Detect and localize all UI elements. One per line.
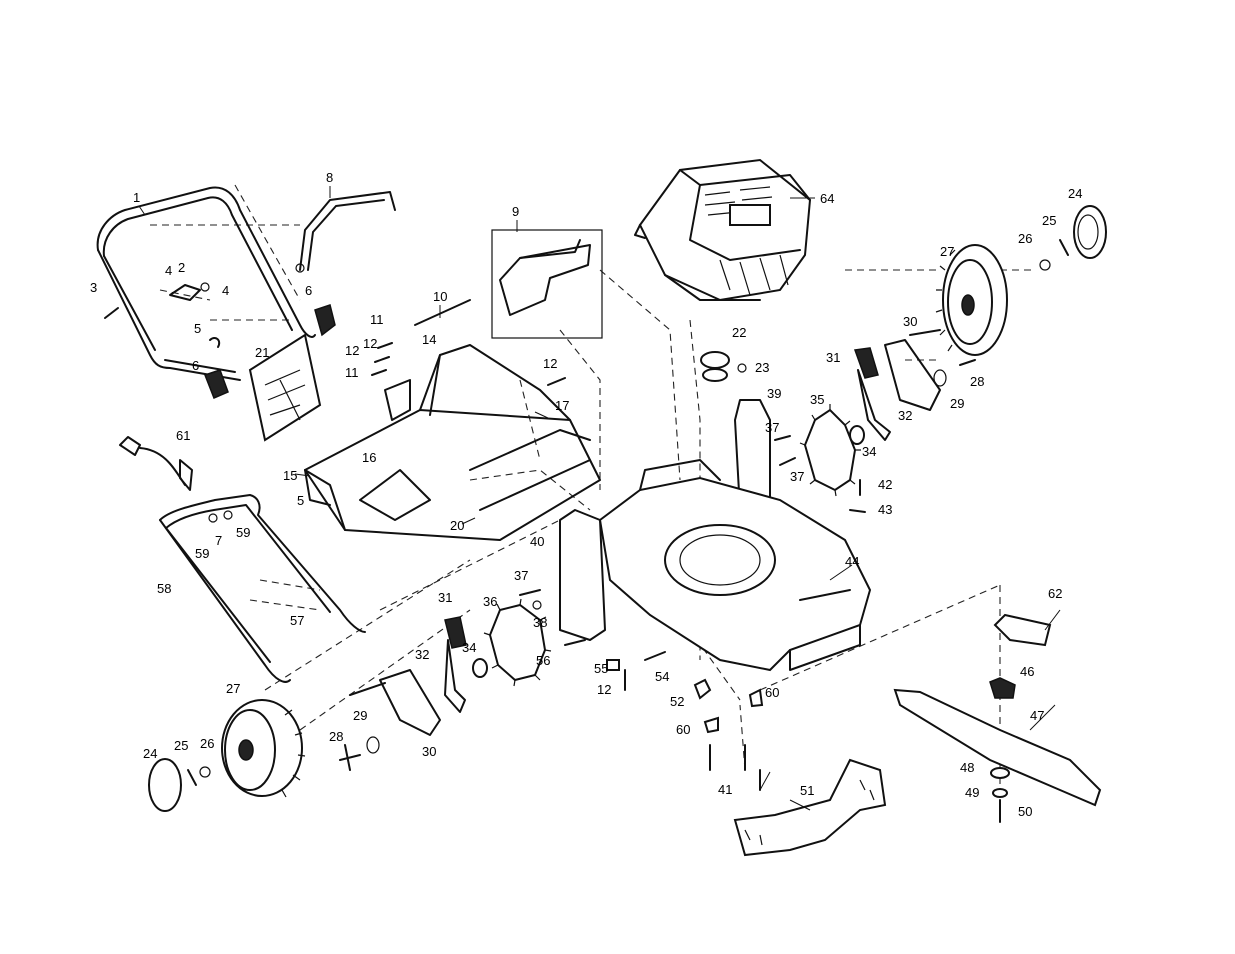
callout-5: 5 [297, 493, 304, 508]
rear-wheel-left [222, 700, 305, 797]
callout-20: 20 [450, 518, 464, 533]
callout-42: 42 [878, 477, 892, 492]
drive-gear-left [473, 599, 551, 686]
callout-5: 5 [194, 321, 201, 336]
callout-30: 30 [422, 744, 436, 759]
drive-gear-right [800, 404, 864, 496]
callout-40: 40 [530, 534, 544, 549]
callout-46: 46 [1020, 664, 1034, 679]
callout-2: 2 [178, 260, 185, 275]
callout-34: 34 [462, 640, 476, 655]
callout-49: 49 [965, 785, 979, 800]
callout-15: 15 [283, 468, 297, 483]
callout-14: 14 [422, 332, 436, 347]
callout-38: 38 [533, 615, 547, 630]
callout-27: 27 [940, 244, 954, 259]
callout-37: 37 [514, 568, 528, 583]
callout-31: 31 [438, 590, 452, 605]
mower-deck [600, 460, 870, 670]
callout-12: 12 [543, 356, 557, 371]
callout-37: 37 [765, 420, 779, 435]
callout-32: 32 [898, 408, 912, 423]
rear-axle-bracket-left [560, 510, 605, 640]
callout-61: 61 [176, 428, 190, 443]
deck-fasteners-right [850, 480, 865, 512]
callout-3: 3 [90, 280, 97, 295]
callout-28: 28 [970, 374, 984, 389]
callout-62: 62 [1048, 586, 1062, 601]
callout-28: 28 [329, 729, 343, 744]
callout-7: 7 [215, 533, 222, 548]
callout-26: 26 [200, 736, 214, 751]
drive-pulley [701, 352, 746, 381]
callout-60: 60 [765, 685, 779, 700]
callout-29: 29 [353, 708, 367, 723]
callout-31: 31 [826, 350, 840, 365]
callout-35: 35 [810, 392, 824, 407]
callout-56: 56 [536, 653, 550, 668]
height-adjuster-left [340, 617, 466, 770]
callout-22: 22 [732, 325, 746, 340]
callout-4: 4 [165, 263, 172, 278]
callout-25: 25 [174, 738, 188, 753]
callout-24: 24 [1068, 186, 1082, 201]
callout-4: 4 [222, 283, 229, 298]
callout-9: 9 [512, 204, 519, 219]
callout-27: 27 [226, 681, 240, 696]
lower-handle [160, 495, 365, 682]
rear-wheel-right [936, 245, 1007, 355]
callout-43: 43 [878, 502, 892, 517]
callout-29: 29 [950, 396, 964, 411]
callout-12: 12 [363, 336, 377, 351]
callout-57: 57 [290, 613, 304, 628]
callout-60: 60 [676, 722, 690, 737]
rear-flap-box [492, 230, 602, 338]
engine [635, 160, 810, 300]
callout-24: 24 [143, 746, 157, 761]
callout-37: 37 [790, 469, 804, 484]
callout-6: 6 [305, 283, 312, 298]
callout-11: 11 [345, 365, 359, 380]
callout-23: 23 [755, 360, 769, 375]
rear-deflector [735, 760, 885, 855]
callout-16: 16 [362, 450, 376, 465]
callout-39: 39 [767, 386, 781, 401]
callout-8: 8 [326, 170, 333, 185]
callout-30: 30 [903, 314, 917, 329]
hub-cap-left [149, 759, 210, 811]
callout-64: 64 [820, 191, 834, 206]
handle-knob-assembly [105, 283, 219, 347]
callout-48: 48 [960, 760, 974, 775]
callout-50: 50 [1018, 804, 1032, 819]
callout-59: 59 [195, 546, 209, 561]
callout-36: 36 [483, 594, 497, 609]
callout-25: 25 [1042, 213, 1056, 228]
callout-17: 17 [555, 398, 569, 413]
upper-handle-bracket [296, 192, 395, 272]
blade-assembly [895, 615, 1100, 822]
callout-34: 34 [862, 444, 876, 459]
callout-44: 44 [845, 554, 859, 569]
callout-11: 11 [370, 312, 384, 327]
callout-59: 59 [236, 525, 250, 540]
callout-52: 52 [670, 694, 684, 709]
callout-51: 51 [800, 783, 814, 798]
control-cable [120, 437, 192, 490]
callout-10: 10 [433, 289, 447, 304]
deck-fasteners-lower [695, 680, 762, 790]
callout-21: 21 [255, 345, 269, 360]
callout-54: 54 [655, 669, 669, 684]
callout-12: 12 [345, 343, 359, 358]
callout-41: 41 [718, 782, 732, 797]
callout-26: 26 [1018, 231, 1032, 246]
callout-47: 47 [1030, 708, 1044, 723]
callout-6: 6 [192, 358, 199, 373]
callout-55: 55 [594, 661, 608, 676]
callout-32: 32 [415, 647, 429, 662]
callout-58: 58 [157, 581, 171, 596]
callout-12: 12 [597, 682, 611, 697]
callout-1: 1 [133, 190, 140, 205]
